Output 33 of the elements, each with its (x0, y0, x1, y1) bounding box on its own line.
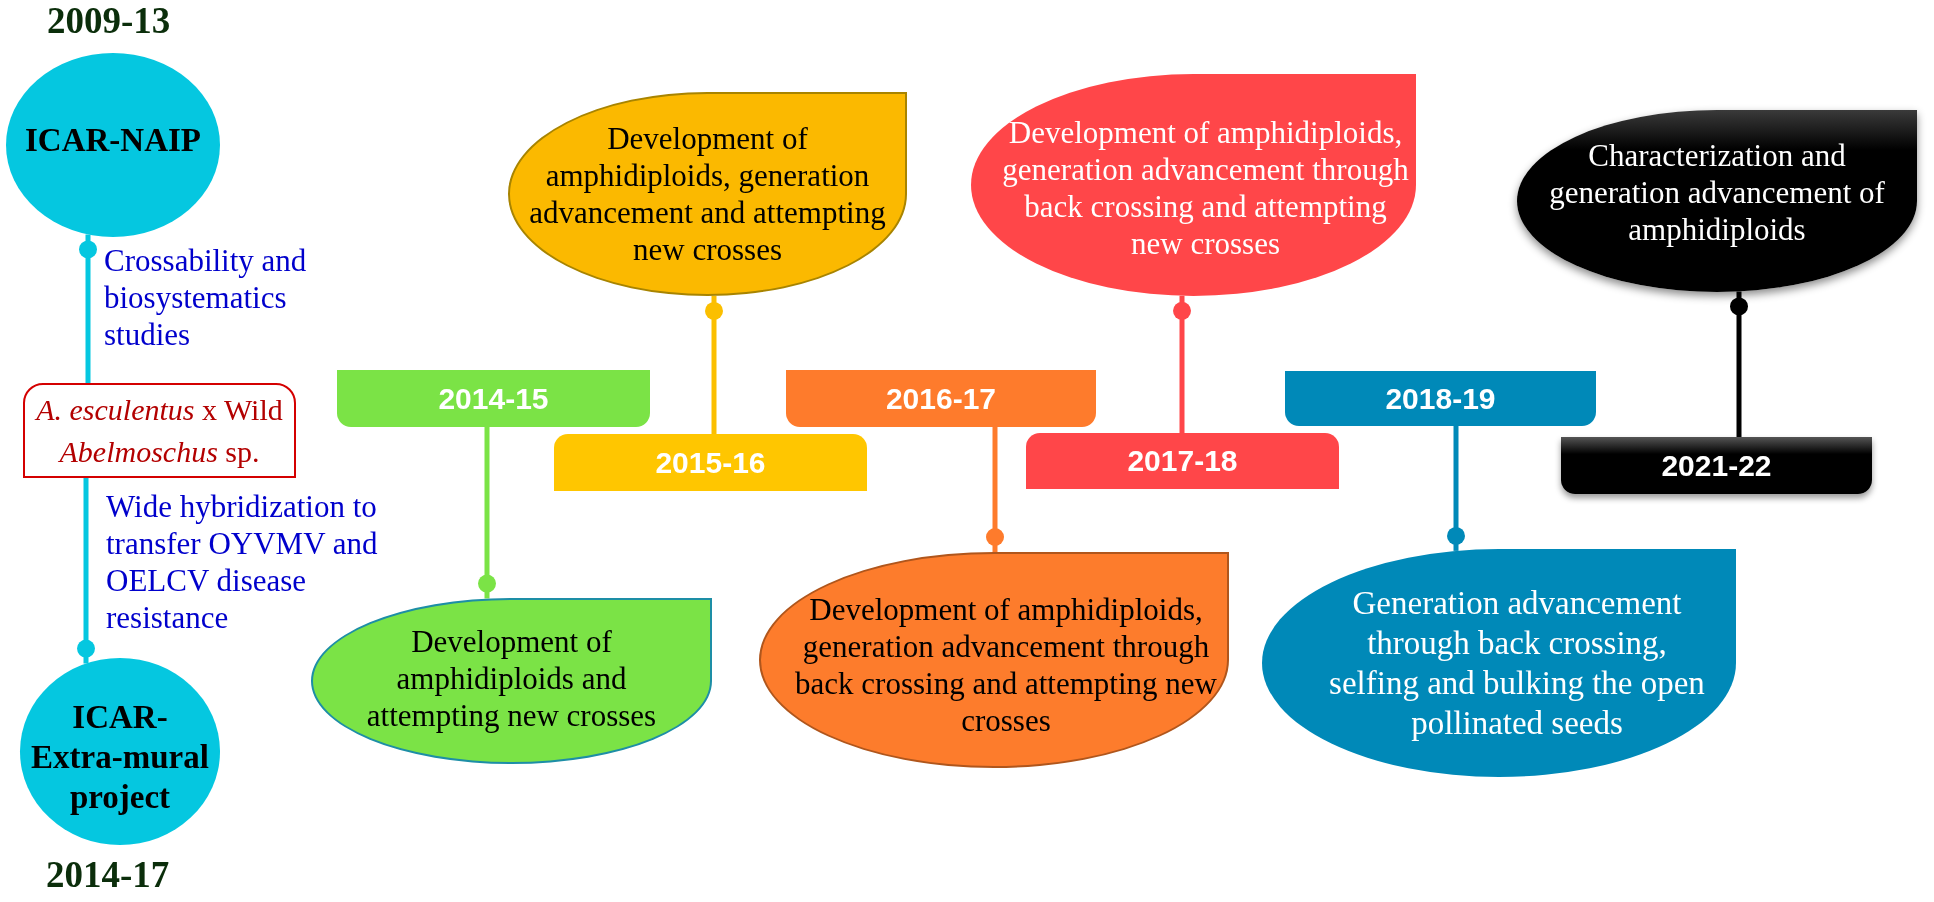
activity-text: Generation advancement through back crossing, selfing and bulking the open pollinated seeds (1328, 584, 1706, 743)
period-label: 2009-13 (47, 0, 171, 42)
connector-line (79, 234, 97, 383)
connector-line (986, 427, 1004, 552)
activity-text: Development of amphidiploids, generation advancement through back crossing and attempting new crosses (1001, 114, 1410, 262)
activity-bubble (1517, 110, 1917, 292)
activity-text: Development of amphidiploids, generation advancement and attempting new crosses (528, 120, 887, 268)
connector-line (1173, 295, 1191, 433)
year-bar (1561, 437, 1872, 494)
project-name: ICAR- Extra-mural project (30, 697, 210, 817)
period-label: 2014-17 (46, 854, 170, 896)
cross-box (23, 383, 296, 478)
year-label: 2021-22 (1660, 447, 1773, 484)
year-label: 2015-16 (654, 444, 767, 481)
year-bar (1026, 433, 1339, 489)
year-label: 2014-15 (437, 380, 550, 417)
year-bar (1285, 371, 1596, 426)
year-label: 2018-19 (1384, 380, 1497, 417)
project-name: ICAR-NAIP (24, 121, 202, 160)
connector-line (478, 427, 496, 599)
activity-text: Development of amphidiploids, generation advancement through back crossing and attempting new crosses (794, 591, 1218, 739)
year-label: 2017-18 (1126, 443, 1239, 479)
cross-label: A. esculentus x Wild Abelmoschus sp. (33, 391, 284, 470)
activity-text: Characterization and generation advancement of amphidiploids (1548, 136, 1886, 248)
year-bar (786, 370, 1096, 427)
connector-line (705, 295, 723, 434)
year-bar (554, 434, 867, 491)
connector-line (77, 478, 95, 664)
connector-line (1447, 426, 1465, 551)
edge-label: Crossability and biosystematics studies (104, 242, 308, 353)
year-bar (337, 370, 650, 427)
year-label: 2016-17 (884, 380, 998, 417)
connector-line (1730, 291, 1748, 437)
